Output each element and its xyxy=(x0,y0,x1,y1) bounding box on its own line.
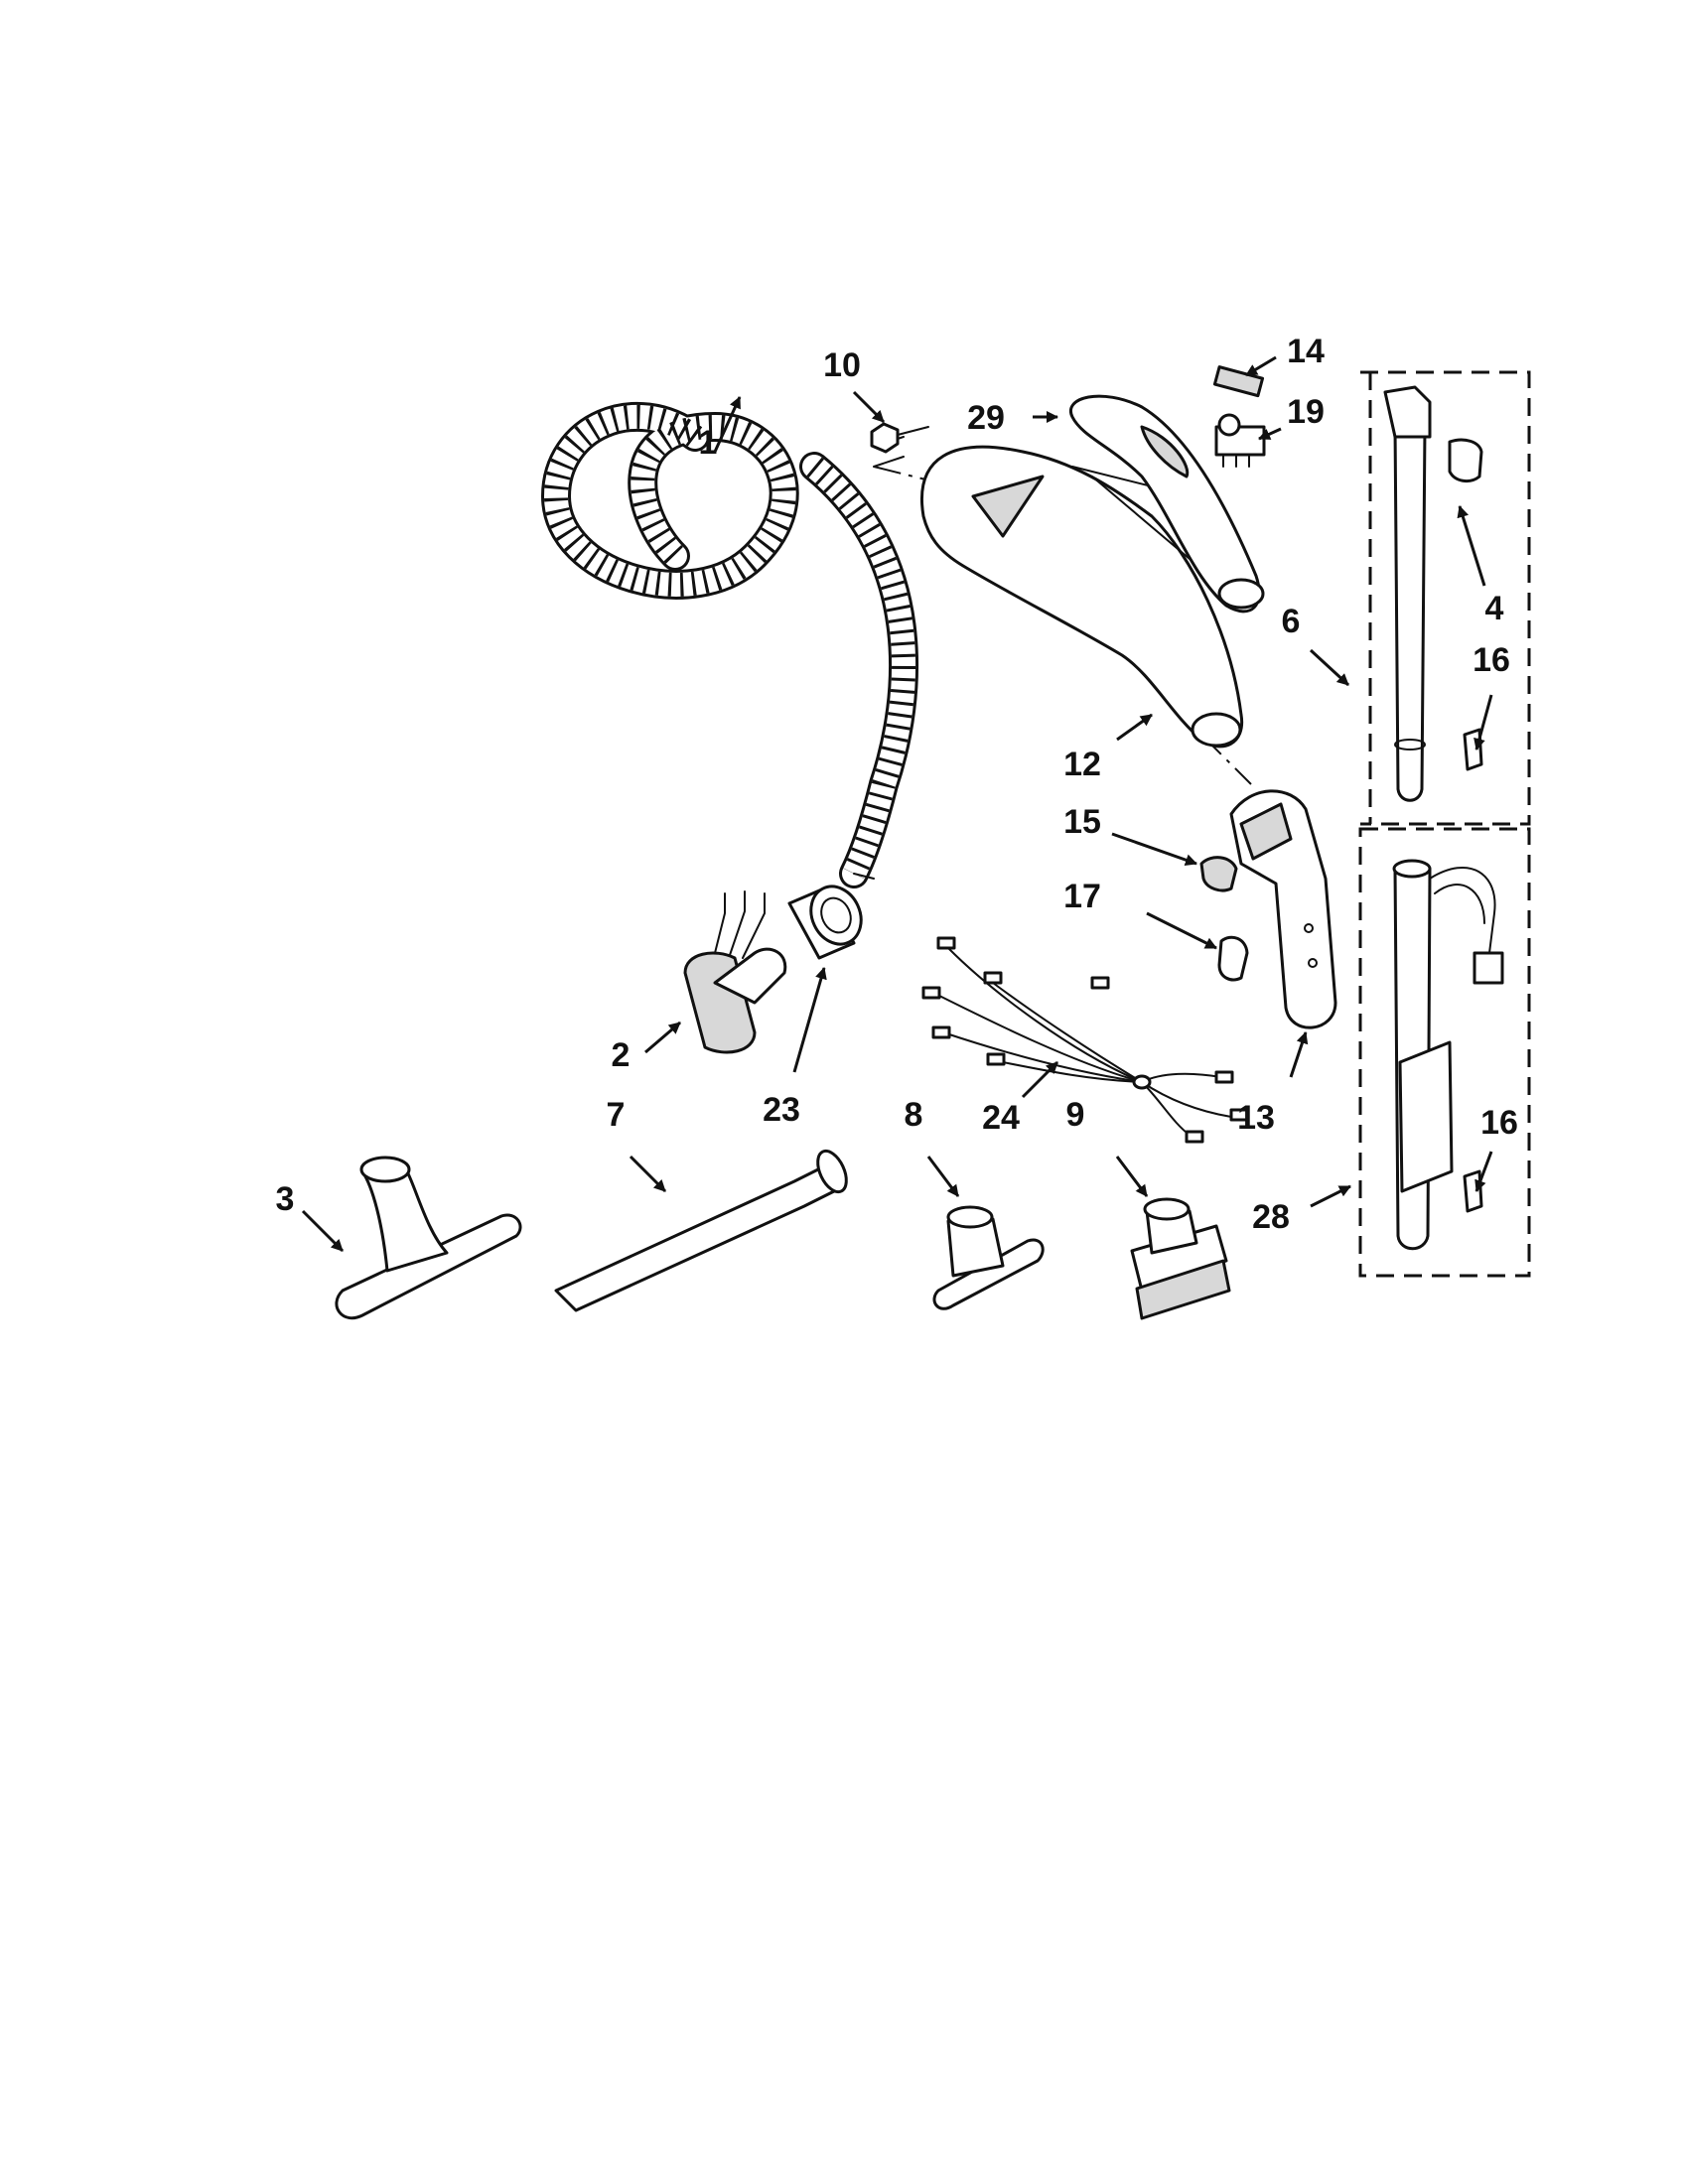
latch-part-17 xyxy=(1217,935,1249,982)
callout-6: 6 xyxy=(1282,603,1301,640)
callout-14: 14 xyxy=(1287,333,1325,370)
callout-1: 1 xyxy=(699,424,718,462)
crevice-tool-part-7 xyxy=(554,1149,848,1312)
leader-arrows xyxy=(301,355,1493,1253)
callout-16-upper: 16 xyxy=(1473,641,1510,679)
callout-8: 8 xyxy=(905,1096,923,1134)
switch-parts-14-19 xyxy=(1212,365,1266,468)
callout-16-lower: 16 xyxy=(1480,1104,1518,1142)
connector-part-2 xyxy=(683,890,787,1054)
lower-wand-part-28 xyxy=(1358,827,1531,1278)
handle-part-12 xyxy=(920,445,1244,749)
brush-part-9 xyxy=(1130,1197,1231,1320)
callout-13: 13 xyxy=(1237,1099,1275,1137)
callout-10: 10 xyxy=(823,346,861,384)
callout-19: 19 xyxy=(1287,393,1325,431)
callout-15: 15 xyxy=(1063,803,1101,841)
screw-part-10 xyxy=(870,422,929,454)
wire-harness-part-24 xyxy=(921,936,1249,1144)
callout-17: 17 xyxy=(1063,878,1101,915)
callout-24: 24 xyxy=(982,1099,1020,1137)
floor-tool-part-3 xyxy=(335,1156,522,1320)
callout-29: 29 xyxy=(967,399,1005,437)
lower-handle-part-13 xyxy=(1229,789,1337,1029)
callout-7: 7 xyxy=(607,1096,626,1134)
coupling-part-23 xyxy=(787,885,863,960)
callout-12: 12 xyxy=(1063,746,1101,783)
callout-28: 28 xyxy=(1252,1198,1290,1236)
callout-labels: 1 2 3 4 6 7 8 9 10 12 13 14 15 16 16 17 … xyxy=(276,333,1518,1236)
callout-9: 9 xyxy=(1066,1096,1085,1134)
handle-cover-part-29 xyxy=(1068,394,1265,614)
callout-3: 3 xyxy=(276,1180,295,1218)
callout-4: 4 xyxy=(1485,590,1504,627)
upholstery-tool-part-8 xyxy=(932,1205,1045,1310)
clip-part-15 xyxy=(1199,856,1238,892)
callout-2: 2 xyxy=(612,1036,631,1074)
callout-23: 23 xyxy=(763,1091,800,1129)
upper-wand-part-6 xyxy=(1360,370,1531,826)
hose-part-1 xyxy=(540,401,918,888)
